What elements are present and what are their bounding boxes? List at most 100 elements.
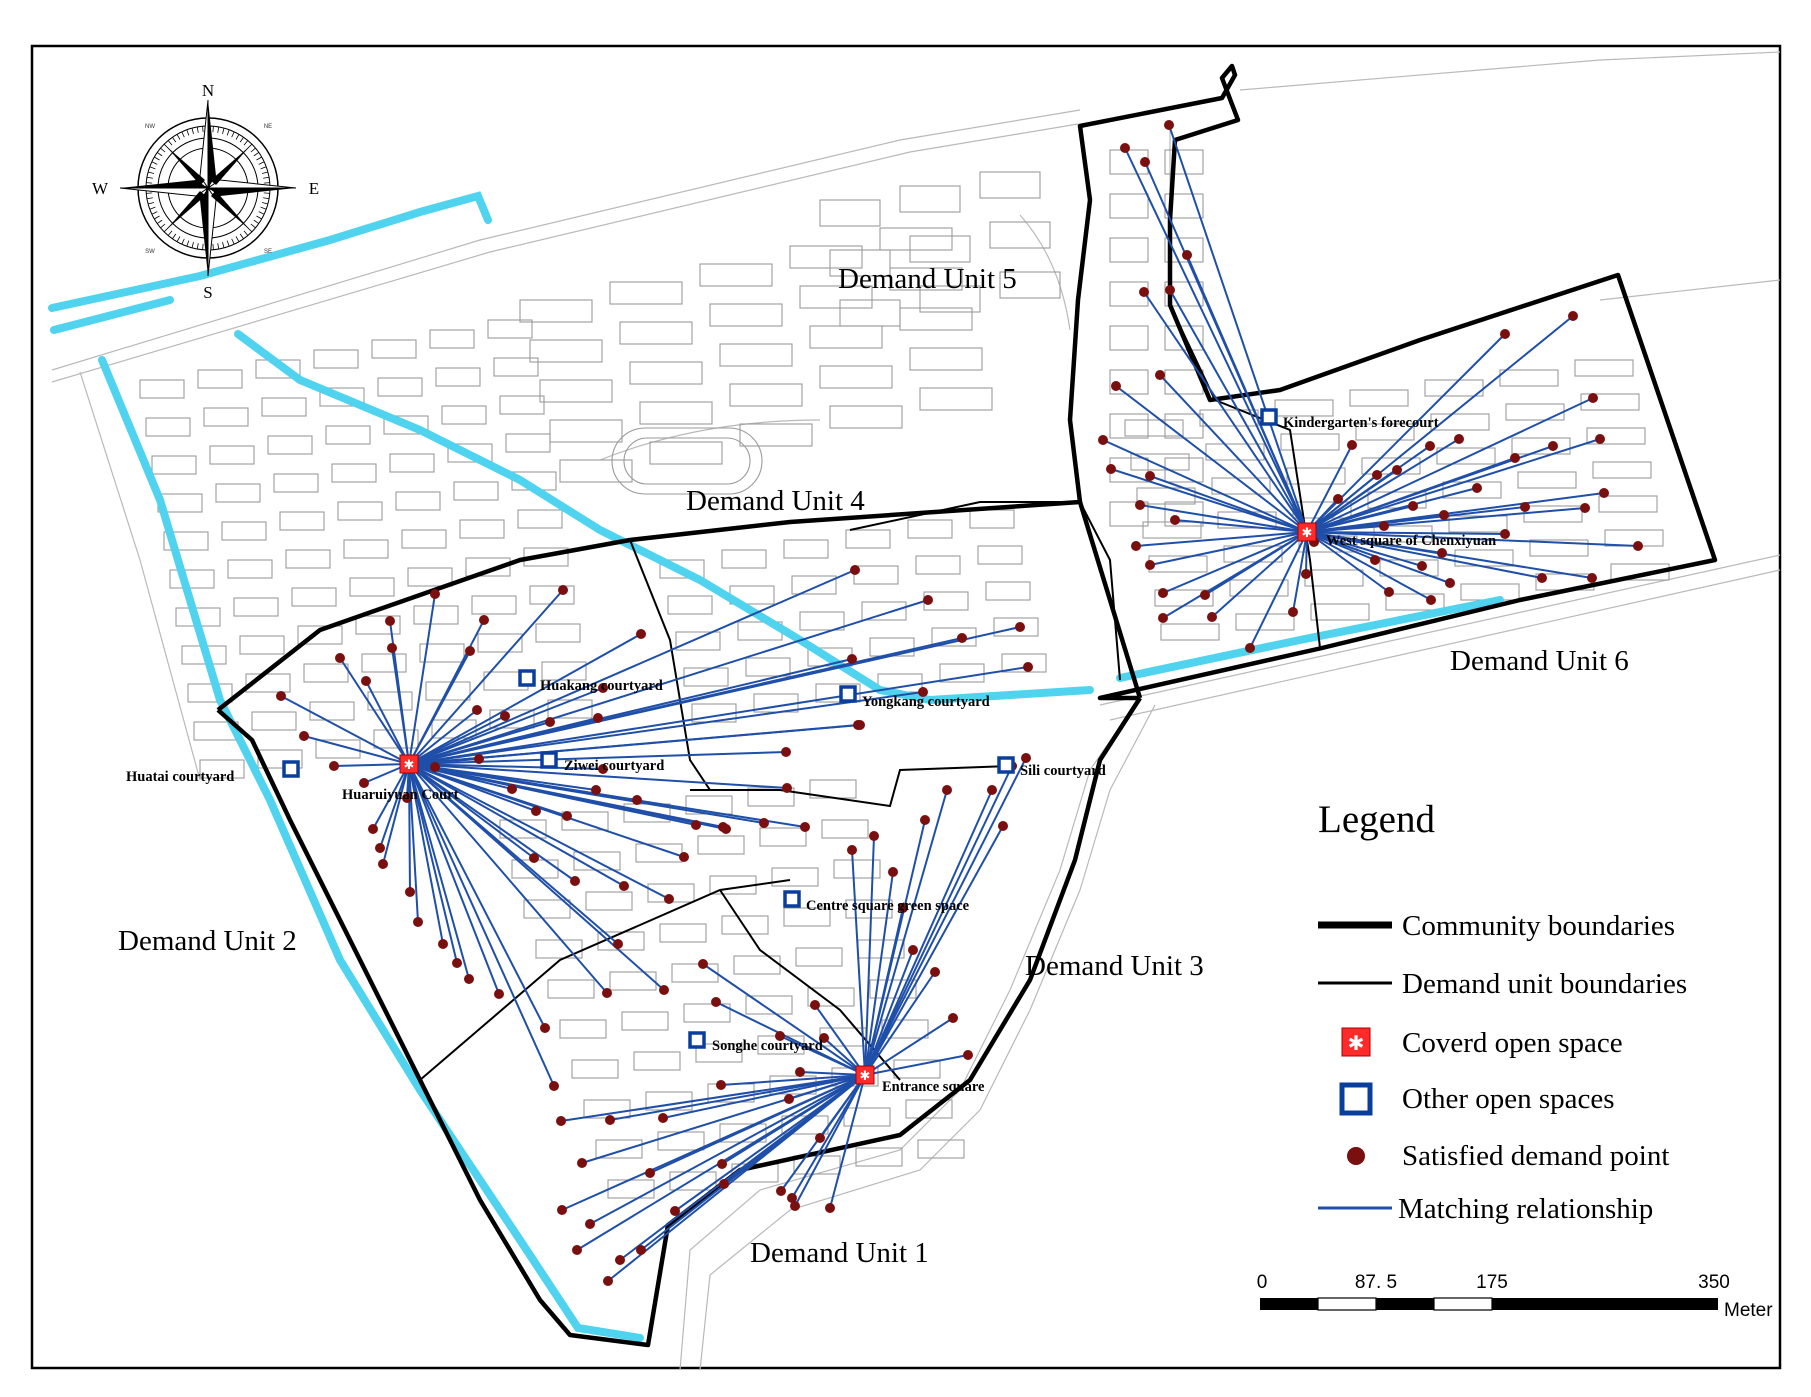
building xyxy=(845,899,893,919)
matching-line xyxy=(1306,505,1414,533)
demand-point xyxy=(1120,143,1130,153)
demand-point xyxy=(430,762,440,772)
demand-point xyxy=(784,1094,794,1104)
demand-point xyxy=(562,811,572,821)
building xyxy=(389,453,435,473)
building xyxy=(1109,237,1149,263)
building xyxy=(349,577,395,597)
scale-bar: 0 87. 5 175 350 Meter xyxy=(1257,1272,1774,1321)
road-segment xyxy=(1019,214,1071,331)
demand-point xyxy=(1165,285,1175,295)
building xyxy=(523,899,571,919)
building xyxy=(1211,477,1271,495)
yongkang-label: Yongkang courtyard xyxy=(862,694,990,710)
entrance-marker: ✱ xyxy=(855,1065,875,1085)
road-segment xyxy=(1239,51,1781,91)
building xyxy=(721,549,767,569)
demand-point xyxy=(719,1179,729,1189)
building xyxy=(1610,563,1670,581)
building xyxy=(1586,427,1646,445)
building xyxy=(517,509,563,529)
building xyxy=(659,923,707,943)
building xyxy=(197,369,243,389)
demand-point xyxy=(1158,613,1168,623)
building xyxy=(639,401,713,425)
building xyxy=(915,555,961,575)
matching-line xyxy=(581,1074,866,1164)
matching-lines xyxy=(280,124,1639,1282)
demand-point xyxy=(717,1159,727,1169)
centre-label: Centre square green space xyxy=(806,898,970,914)
building xyxy=(819,365,893,389)
demand-point xyxy=(359,778,369,788)
building xyxy=(435,367,481,387)
demand-point xyxy=(632,795,642,805)
building xyxy=(909,347,983,371)
matching-line xyxy=(408,763,685,858)
sili-marker xyxy=(997,756,1015,774)
sports-track xyxy=(611,427,763,495)
demand-point xyxy=(987,785,997,795)
building xyxy=(629,361,703,385)
kindergarten-label: Kindergarten's forecourt xyxy=(1283,415,1439,431)
demand-point xyxy=(1372,470,1382,480)
matching-line xyxy=(408,763,411,893)
demand-point xyxy=(405,887,415,897)
map-frame xyxy=(30,44,1782,1370)
matching-line xyxy=(408,763,665,991)
demand-point xyxy=(556,1116,566,1126)
building xyxy=(683,1003,731,1023)
building xyxy=(297,625,343,645)
legend-label-demand-point: Satisfied demand point xyxy=(1402,1140,1669,1172)
building xyxy=(667,595,713,615)
unit-boundary-1-2 xyxy=(419,879,791,1081)
scale-tick-1: 87. 5 xyxy=(1355,1272,1397,1293)
demand-point xyxy=(387,643,397,653)
demand-point xyxy=(855,720,865,730)
building xyxy=(1130,453,1190,471)
legend-item-other-space: Other open spaces xyxy=(1339,1082,1615,1116)
matching-line xyxy=(408,763,444,945)
matching-line xyxy=(408,569,856,765)
matching-line xyxy=(851,849,866,1076)
legend-item-unit-boundary: Demand unit boundaries xyxy=(1318,968,1687,1000)
demand-point xyxy=(479,615,489,625)
unit-boundary-3-4 xyxy=(690,765,1011,808)
demand-point xyxy=(1417,561,1427,571)
demand-point xyxy=(531,806,541,816)
matching-line xyxy=(1306,438,1460,533)
demand-point xyxy=(1587,573,1597,583)
compass-west: W xyxy=(92,179,109,198)
legend-title: Legend xyxy=(1318,798,1435,841)
matching-line xyxy=(408,709,478,765)
building xyxy=(1517,471,1577,489)
compass-south: S xyxy=(203,283,212,302)
building xyxy=(1205,443,1265,461)
building xyxy=(1499,369,1559,387)
matching-line xyxy=(864,971,936,1076)
building xyxy=(675,631,721,651)
building xyxy=(313,349,359,369)
demand-point xyxy=(1140,157,1150,167)
building xyxy=(833,859,881,879)
demand-point xyxy=(1170,515,1180,525)
matching-line xyxy=(408,687,604,765)
building xyxy=(505,433,551,453)
demand-point xyxy=(920,815,930,825)
building xyxy=(979,171,1041,199)
building xyxy=(621,1011,669,1031)
unit-boundary-5-6 xyxy=(1169,304,1321,649)
legend-label-unit-boundary: Demand unit boundaries xyxy=(1402,968,1687,1000)
demand-point xyxy=(998,821,1008,831)
demand-point xyxy=(930,967,940,977)
huatai-label: Huatai courtyard xyxy=(126,769,234,785)
matching-line xyxy=(408,751,787,765)
building xyxy=(559,459,633,483)
matching-line xyxy=(794,1074,866,1207)
building xyxy=(233,597,279,617)
demand-point xyxy=(787,1193,797,1203)
building xyxy=(1349,389,1409,407)
compass-northwest: NW xyxy=(145,124,155,130)
building xyxy=(609,281,683,305)
kindergarten-marker xyxy=(1260,408,1278,426)
